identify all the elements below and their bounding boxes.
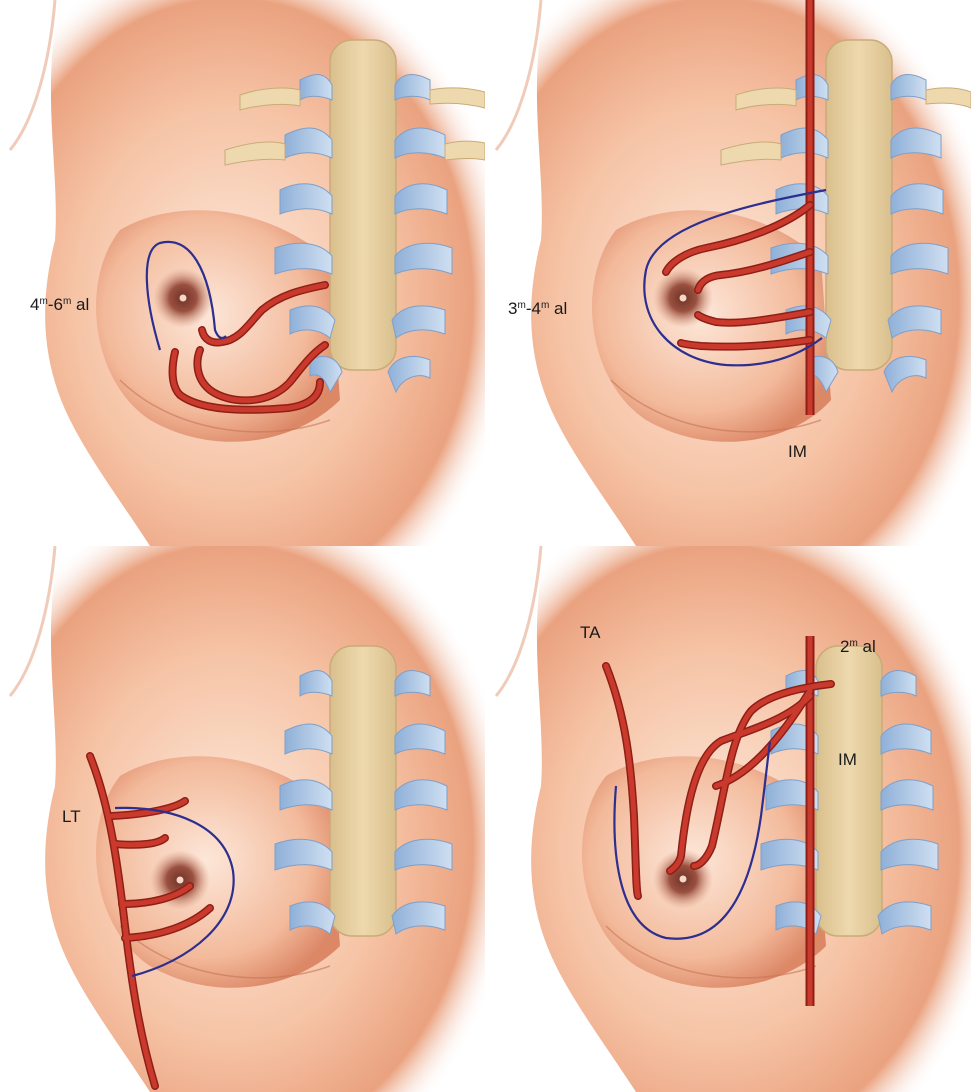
sternum: [330, 646, 396, 936]
im-label: IM: [838, 751, 857, 768]
panel-d: TA 2m al IM: [486, 546, 971, 1092]
intercostal-label-2: 2m al: [840, 638, 876, 655]
intercostal-label-4-6: 4m-6m al: [30, 296, 89, 313]
sternum: [816, 646, 882, 936]
panel-b-drawing: [486, 0, 971, 546]
panel-a-drawing: [0, 0, 485, 546]
panel-b: 3m-4m al IM: [486, 0, 971, 546]
panel-c: LT: [0, 546, 485, 1092]
im-label: IM: [788, 443, 807, 460]
lt-label: LT: [62, 808, 81, 825]
sternum: [330, 40, 396, 370]
ta-label: TA: [580, 624, 600, 641]
intercostal-label-3-4: 3m-4m al: [508, 300, 567, 317]
panel-d-drawing: [486, 546, 971, 1092]
sternum: [826, 40, 892, 370]
panel-a: 4m-6m al: [0, 0, 485, 546]
